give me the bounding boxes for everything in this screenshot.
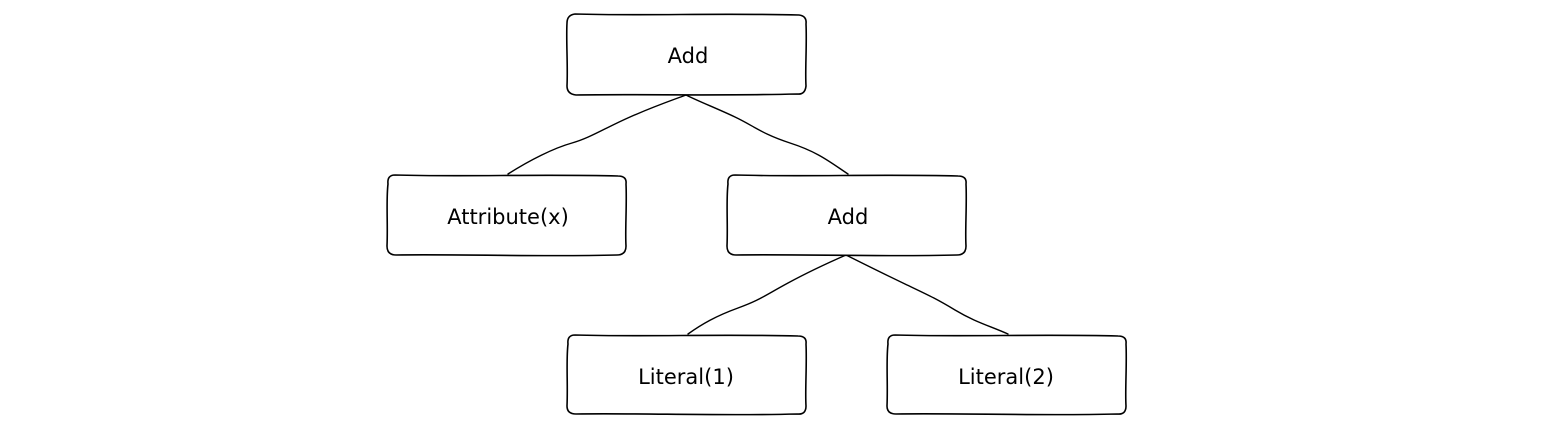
node-label-attribute: Attribute(x): [447, 205, 569, 229]
node-label-literal-2: Literal(2): [958, 365, 1054, 389]
node-box-attribute: [386, 174, 628, 257]
node-attribute: Attribute(x): [386, 174, 628, 257]
node-literal-2: Literal(2): [886, 334, 1128, 416]
node-box-literal-2: [886, 334, 1128, 416]
node-label-inner-add: Add: [828, 205, 869, 229]
node-inner-add: Add: [726, 174, 968, 257]
node-box-inner-add: [726, 174, 968, 257]
edge-root-to-add: [685, 94, 849, 175]
node-box-root: [565, 13, 808, 96]
edge-add-to-literal-2: [845, 254, 1009, 335]
node-literal-1: Literal(1): [566, 334, 808, 416]
node-label-root: Add: [668, 44, 709, 68]
node-label-literal-1: Literal(1): [638, 365, 734, 389]
tree-edges: [507, 94, 1009, 335]
edge-add-to-literal-1: [687, 254, 847, 335]
edge-root-to-attribute: [507, 94, 687, 175]
node-box-literal-1: [566, 334, 808, 416]
node-root-add: Add: [565, 13, 808, 96]
